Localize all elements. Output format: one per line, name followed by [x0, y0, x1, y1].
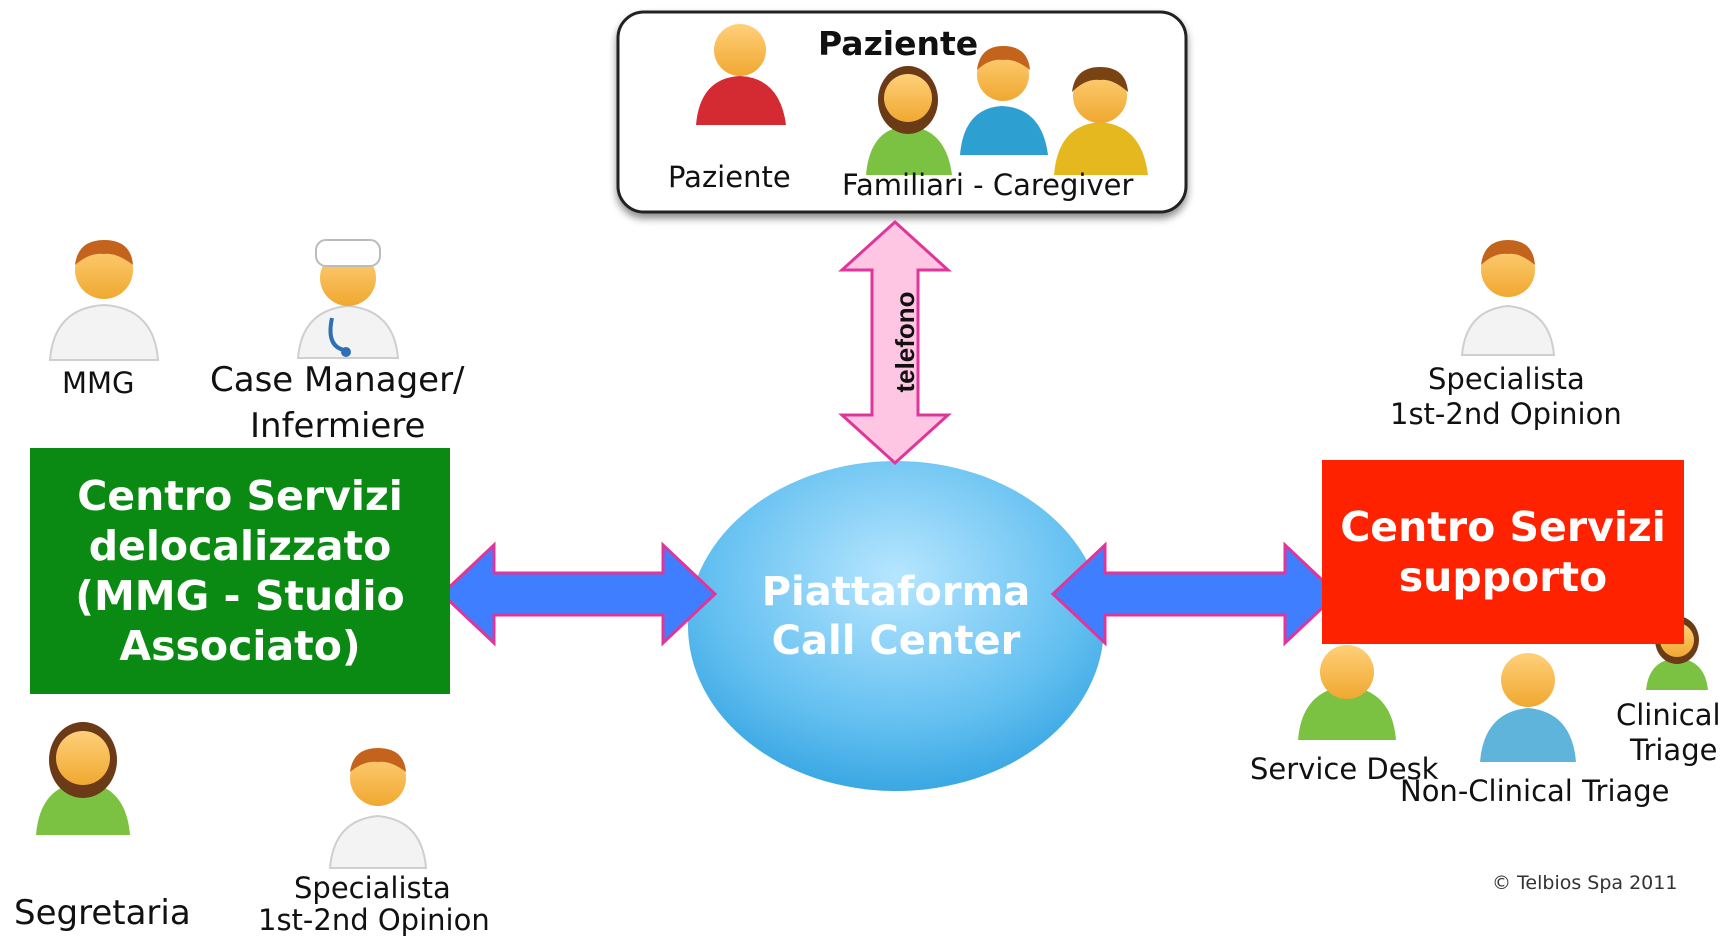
phone-arrow — [838, 219, 952, 466]
specialista-left-person-icon — [328, 748, 428, 869]
specialista-left-label-line1: Specialista — [294, 871, 451, 905]
left-service-center-box: Centro Servizi delocalizzato (MMG - Stud… — [30, 448, 450, 694]
non-clinical-triage-label: Non-Clinical Triage — [1400, 774, 1670, 808]
clinical-triage-label-line1: Clinical — [1616, 698, 1721, 732]
copyright-text: © Telbios Spa 2011 — [1492, 872, 1678, 894]
left-box-line2: delocalizzato — [88, 521, 392, 570]
clinical-triage-label-line2: Triage — [1630, 733, 1718, 767]
call-center-text: Piattaforma Call Center — [716, 568, 1076, 666]
mmg-label: MMG — [62, 366, 135, 400]
segretaria-person-icon — [36, 722, 130, 835]
phone-label: telefono — [890, 291, 920, 392]
patient-box-title: Paziente — [818, 24, 979, 63]
specialista-right-label-line2: 1st-2nd Opinion — [1390, 397, 1622, 431]
left-box-line3: (MMG - Studio — [75, 572, 405, 620]
patient-person-icon — [696, 24, 786, 125]
call-center-line1: Piattaforma — [761, 569, 1031, 615]
call-center-ellipse — [688, 461, 1104, 791]
specialista-left-label-line2: 1st-2nd Opinion — [258, 903, 490, 937]
right-service-center-box: Centro Servizi supporto — [1322, 460, 1684, 644]
call-center-line2: Call Center — [771, 617, 1021, 664]
case-manager-label-line2: Infermiere — [250, 406, 426, 446]
service-desk-label: Service Desk — [1250, 752, 1439, 786]
family-man-blue-icon — [960, 46, 1048, 155]
specialista-right-person-icon — [1460, 240, 1556, 356]
mmg-person-icon — [48, 240, 160, 361]
nurse-person-icon — [296, 239, 400, 359]
specialista-right-label-line1: Specialista — [1428, 362, 1585, 396]
patient-label: Paziente — [668, 160, 791, 194]
family-woman-icon — [866, 66, 952, 175]
left-double-arrow — [439, 541, 718, 647]
family-label: Familiari - Caregiver — [842, 168, 1134, 202]
segretaria-label: Segretaria — [14, 893, 191, 933]
left-box-line4: Associato) — [119, 622, 361, 671]
non-clinical-triage-person-icon — [1480, 653, 1576, 762]
service-desk-person-icon — [1298, 645, 1396, 740]
case-manager-label-line1: Case Manager/ — [210, 360, 465, 400]
left-box-line1: Centro Servizi — [77, 471, 403, 520]
right-double-arrow — [1050, 541, 1340, 647]
right-box-line1: Centro Servizi — [1340, 502, 1666, 551]
family-man-yellow-icon — [1054, 67, 1148, 175]
right-box-line2: supporto — [1398, 553, 1608, 601]
